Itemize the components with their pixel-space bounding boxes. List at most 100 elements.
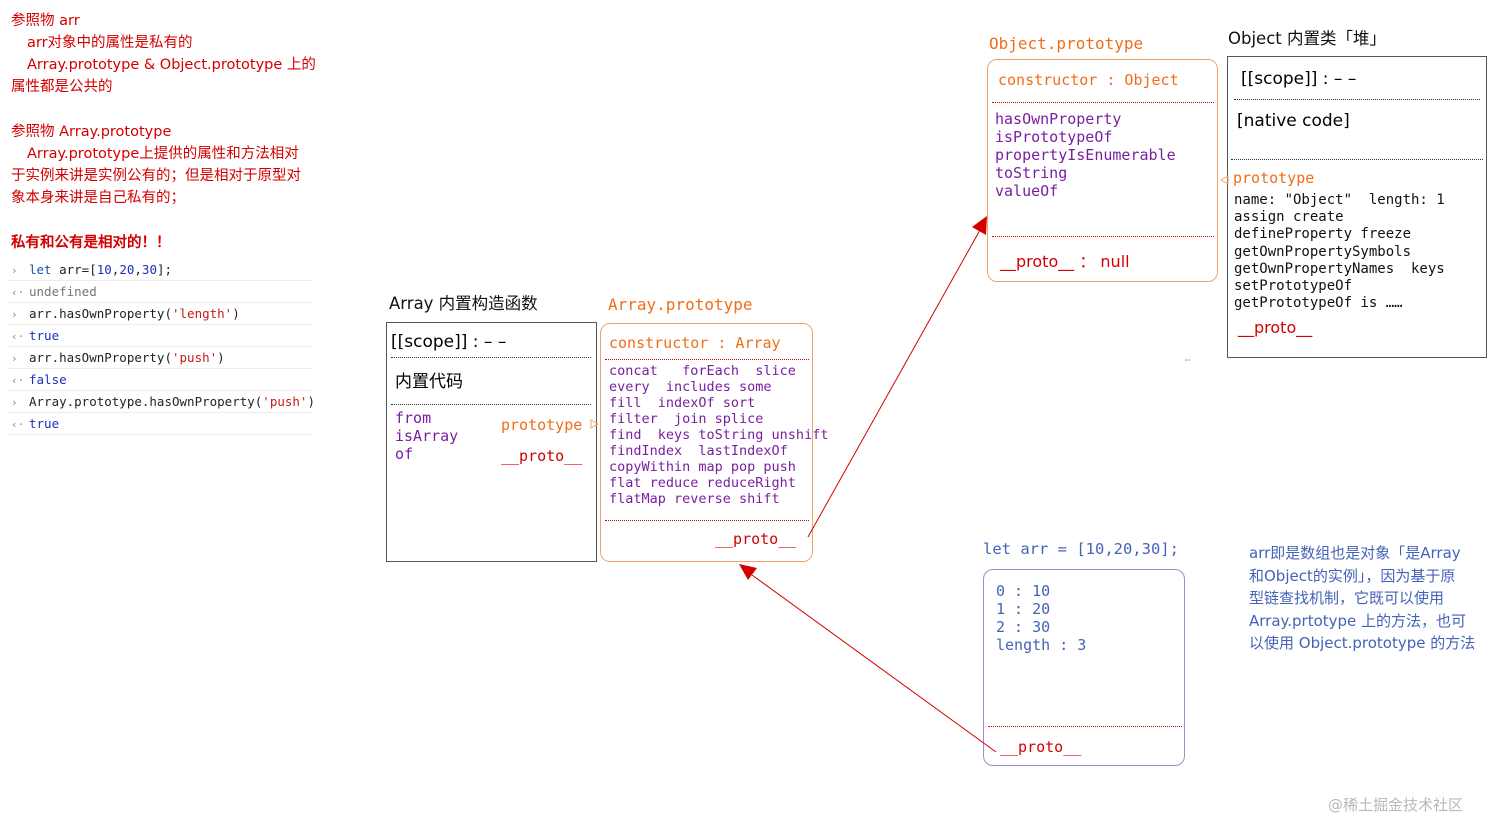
arrow-head-icon <box>1219 175 1229 185</box>
array-prototype-box: constructor : Array concat forEach slice… <box>600 323 828 562</box>
constructor-label: constructor : Array <box>609 334 781 352</box>
method-row: concat forEach slice <box>609 363 796 379</box>
string: 'push' <box>172 350 218 365</box>
method-row: setPrototypeOf <box>1234 278 1353 295</box>
keyword: let <box>29 262 52 277</box>
method: isArray <box>395 427 459 445</box>
console-output-line: ‹·false <box>8 369 313 391</box>
method: isPrototypeOf <box>995 128 1113 146</box>
code: , <box>111 262 120 277</box>
arr-instance-box: 0 : 10 1 : 20 2 : 30 length : 3 __proto_… <box>983 569 1185 766</box>
method-row: every includes some <box>609 379 772 395</box>
stray-dot <box>1185 359 1187 361</box>
console-input-line: ›arr.hasOwnProperty('push') <box>8 347 313 369</box>
result: false <box>29 372 67 387</box>
input-chevron-icon: › <box>11 264 18 277</box>
note-line: 参照物 arr <box>11 13 80 29</box>
method: toString <box>995 164 1068 182</box>
note-line: 和Object的实例」，因为基于原 <box>1249 566 1456 585</box>
code: , <box>134 262 142 277</box>
console-output-line: ‹· true <box>8 413 313 435</box>
object-prototype-title: Object.prototype <box>989 34 1144 53</box>
arrow-head-icon <box>590 419 600 429</box>
note-block-2: 参照物 Array.prototype Array.prototype上提供的属… <box>11 121 301 209</box>
code: ) <box>307 394 315 409</box>
note-line: 私有和公有是相对的！！ <box>11 235 171 251</box>
note-line: 参照物 Array.prototype <box>11 124 172 140</box>
method-row: findIndex lastIndexOf <box>609 443 788 459</box>
proto-label: __proto__ <box>1000 738 1082 756</box>
result: true <box>29 328 60 343</box>
code-label: 内置代码 <box>395 372 463 392</box>
method-row: getOwnPropertySymbols <box>1234 243 1412 260</box>
output-arrow-icon: ‹· <box>11 418 25 431</box>
note-line: arr即是数组也是对象「是Array <box>1249 544 1461 562</box>
scope-label: [[scope]] : – – <box>391 332 507 352</box>
note-line: 以使用 Object.prototype 的方法 <box>1249 634 1476 652</box>
method-list: hasOwnProperty isPrototypeOf propertyIsE… <box>995 110 1176 200</box>
arr-item: 2 : 30 <box>996 618 1051 636</box>
code-label: [native code] <box>1237 111 1350 131</box>
note-line: 型链查找机制，它既可以使用 <box>1249 589 1445 607</box>
method-list: concat forEach slice every includes some… <box>609 363 828 507</box>
static-methods: name: "Object" length: 1 assign create d… <box>1234 192 1445 312</box>
array-constructor-title: Array 内置构造函数 <box>389 294 538 313</box>
console-input-line: ›let arr=[10,20,30]; <box>8 259 313 281</box>
input-chevron-icon: › <box>11 308 18 321</box>
arr-item: 1 : 20 <box>996 600 1051 618</box>
explanation-note: arr即是数组也是对象「是Array 和Object的实例」，因为基于原 型链查… <box>1249 542 1475 655</box>
method-row: find keys toString unshift <box>609 427 829 443</box>
arr-item: 0 : 10 <box>996 582 1051 600</box>
console-input-line: › Array.prototype.hasOwnProperty('push') <box>8 391 315 413</box>
output-arrow-icon: ‹· <box>11 330 25 343</box>
console-output-line: ‹· true <box>8 325 313 347</box>
code: ) <box>232 306 240 321</box>
number: 30 <box>141 262 157 277</box>
stray-dot <box>1188 359 1190 361</box>
divider <box>992 236 1214 237</box>
result: undefined <box>29 284 97 299</box>
arrow-arr-to-array-prototype <box>751 574 997 753</box>
static-methods: from isArray of <box>395 409 458 463</box>
proto-label: __proto__ <box>1238 318 1313 337</box>
code: arr=[ <box>51 262 97 277</box>
code: ]; <box>156 262 173 277</box>
method: propertyIsEnumerable <box>995 146 1176 164</box>
prototype-label: prototype <box>1233 169 1315 187</box>
divider <box>391 357 591 358</box>
method: valueOf <box>995 182 1059 200</box>
note-line: 象本身来讲是自己私有的； <box>11 190 185 206</box>
note-line: Array.prototype & Object.prototype 上的 <box>27 57 316 73</box>
method: from <box>395 409 432 427</box>
divider <box>988 726 1182 727</box>
method-row: flat reduce reduceRight <box>609 475 796 491</box>
string: 'length' <box>172 306 233 321</box>
method-row: name: "Object" length: 1 <box>1234 192 1445 208</box>
arrow-head-icon <box>972 216 987 235</box>
array-prototype-title: Array.prototype <box>608 295 753 314</box>
watermark: @稀土掘金技术社区 <box>1328 796 1464 814</box>
proto-label: __proto__ <box>1000 252 1075 271</box>
note-block-1: 参照物 arr arr对象中的属性是私有的 Array.prototype & … <box>11 10 316 98</box>
input-chevron-icon: › <box>11 396 18 409</box>
method-row: copyWithin map pop push <box>609 459 796 475</box>
arr-declaration: let arr = [10,20,30]; <box>983 540 1179 558</box>
note-block-3: 私有和公有是相对的！！ <box>11 232 171 254</box>
proto-label: __proto__ <box>715 530 797 548</box>
string: 'push' <box>262 394 308 409</box>
object-constructor-title: Object 内置类「堆」 <box>1228 29 1386 48</box>
output-arrow-icon: ‹· <box>11 286 25 299</box>
method: hasOwnProperty <box>995 110 1122 128</box>
code: Array.prototype.hasOwnProperty( <box>29 394 263 409</box>
divider <box>605 520 809 521</box>
result: true <box>29 416 60 431</box>
input-chevron-icon: › <box>11 352 18 365</box>
arr-item: length : 3 <box>996 636 1087 654</box>
object-constructor-box: [[scope]] : – – [native code] prototype … <box>1227 56 1487 358</box>
divider <box>1231 159 1483 160</box>
proto-label: __proto__ <box>501 447 583 465</box>
method-row: defineProperty freeze <box>1234 226 1412 243</box>
console-input-line: ›arr.hasOwnProperty('length') <box>8 303 313 325</box>
divider <box>992 102 1214 103</box>
divider <box>1234 99 1480 100</box>
